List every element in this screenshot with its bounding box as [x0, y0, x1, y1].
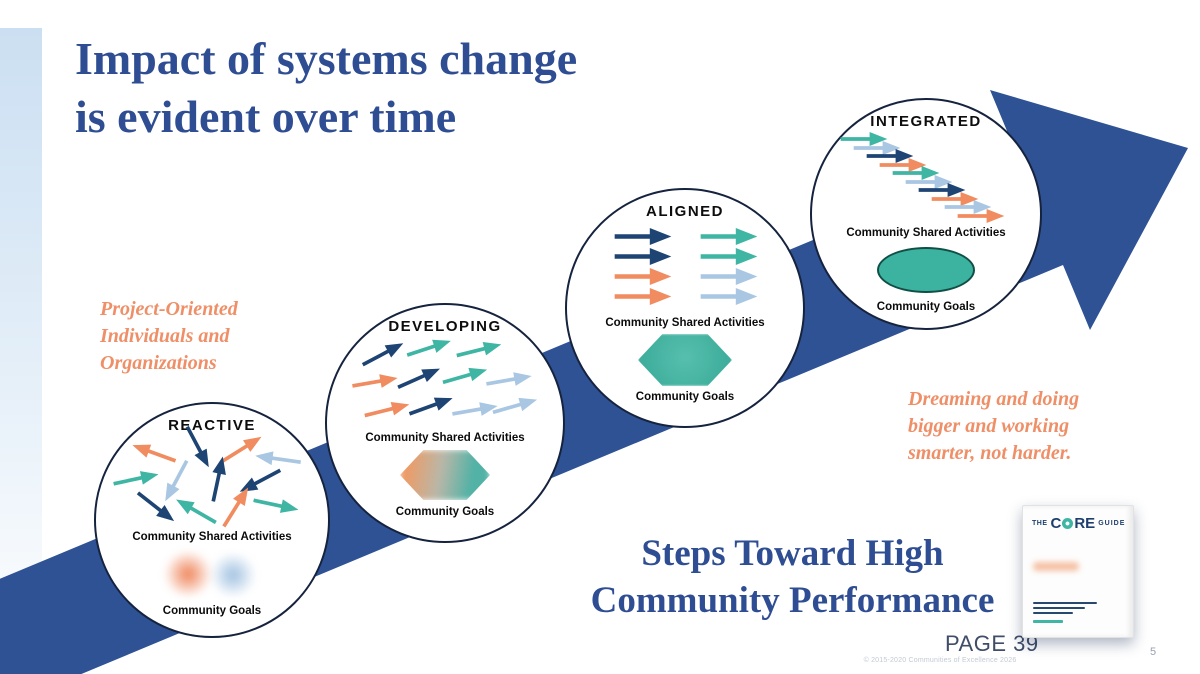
arrow-icon — [451, 399, 499, 421]
shared-activities-label: Community Shared Activities — [365, 432, 525, 444]
left-caption-line1: Project-Oriented — [100, 298, 238, 320]
arrow-icon — [112, 467, 160, 491]
arrow-icon — [614, 268, 672, 285]
left-caption-line3: Organizations — [100, 351, 217, 374]
stage-label: INTEGRATED — [870, 113, 982, 130]
goals-label: Community Goals — [395, 506, 495, 518]
stage-circle-developing: DEVELOPING Community Shared Activities C… — [325, 303, 565, 543]
arrow-icon — [217, 483, 255, 531]
left-caption: Project-Oriented Individuals and Organiz… — [100, 296, 238, 376]
goals-label: Community Goals — [635, 391, 735, 403]
arrow-icon — [206, 455, 230, 503]
arrow-icon — [130, 438, 178, 468]
arrow-icon — [490, 393, 540, 419]
right-caption-line2: bigger and working — [908, 414, 1070, 437]
stage-label: ALIGNED — [646, 203, 724, 220]
shared-activities-label: Community Shared Activities — [846, 227, 1006, 239]
slide-title-line2: is evident over time — [75, 90, 457, 142]
stage-circle-aligned: ALIGNED Community Shared Activities Comm… — [565, 188, 805, 428]
book-title-guide: GUIDE — [1098, 520, 1126, 527]
stage-circle-integrated: INTEGRATED Community Shared Activities C… — [810, 98, 1042, 330]
arrow-icon — [700, 268, 758, 285]
core-o-icon — [1062, 518, 1074, 529]
arrow-icon — [252, 493, 300, 517]
arrow-icon — [853, 141, 901, 155]
arrow-icon — [351, 371, 399, 393]
arrow-icon — [440, 363, 490, 389]
right-caption-line3: smarter, not harder. — [908, 441, 1072, 464]
arrow-icon — [700, 228, 758, 245]
arrow-icon — [363, 397, 411, 423]
arrow-icon — [905, 175, 953, 189]
arrow-icon — [404, 334, 454, 362]
slide-title-line1: Impact of systems change — [75, 33, 578, 84]
book-title-the: THE — [1032, 520, 1048, 527]
arrow-icon — [840, 132, 888, 146]
arrow-icon — [700, 288, 758, 305]
stage-label: REACTIVE — [168, 417, 256, 434]
left-caption-line2: Individuals and — [100, 324, 230, 347]
slide-title: Impact of systems change is evident over… — [75, 30, 577, 146]
book-cover-art — [1033, 562, 1079, 571]
integrated-arrows-icon — [840, 132, 1005, 223]
bottom-title-line1: Steps Toward High — [641, 533, 944, 574]
shared-activities-label: Community Shared Activities — [132, 531, 292, 543]
goals-label: Community Goals — [162, 605, 262, 617]
footer-copyright: © 2015-2020 Communities of Excellence 20… — [863, 657, 1017, 664]
developing-arrows-icon — [351, 334, 540, 423]
arrow-icon — [614, 248, 672, 265]
arrow-icon — [931, 192, 979, 206]
stage-circle-reactive: REACTIVE Community Shared Activities Com… — [94, 402, 330, 638]
arrow-icon — [218, 430, 266, 468]
arrow-icon — [359, 337, 407, 371]
arrow-icon — [159, 457, 193, 505]
right-caption: Dreaming and doing bigger and working sm… — [908, 386, 1079, 466]
shared-activities-label: Community Shared Activities — [605, 317, 765, 329]
arrow-icon — [614, 288, 672, 305]
scattered-arrows-icon — [112, 423, 302, 531]
arrow-icon — [254, 448, 302, 470]
blurred-goals-blob — [157, 550, 267, 598]
bottom-title: Steps Toward High Community Performance — [540, 531, 1045, 625]
slide-page-number: 5 — [1150, 646, 1157, 658]
arrow-icon — [455, 337, 503, 363]
bottom-title-line2: Community Performance — [590, 579, 995, 621]
arrow-icon — [614, 228, 672, 245]
arrow-icon — [395, 362, 443, 394]
right-caption-line1: Dreaming and doing — [908, 388, 1080, 410]
arrow-icon — [879, 158, 927, 172]
teal-ellipse-goal — [877, 247, 975, 293]
book-subtitle-lines — [1033, 602, 1097, 623]
arrow-icon — [957, 209, 1005, 223]
arrow-icon — [407, 391, 455, 421]
aligned-arrows-icon — [614, 228, 758, 305]
teal-hexagon-goal — [638, 334, 732, 386]
stage-label: DEVELOPING — [388, 318, 502, 335]
arrow-icon — [485, 369, 533, 391]
arrow-icon — [700, 248, 758, 265]
gradient-hexagon-goal — [400, 450, 490, 500]
goals-label: Community Goals — [876, 301, 976, 313]
